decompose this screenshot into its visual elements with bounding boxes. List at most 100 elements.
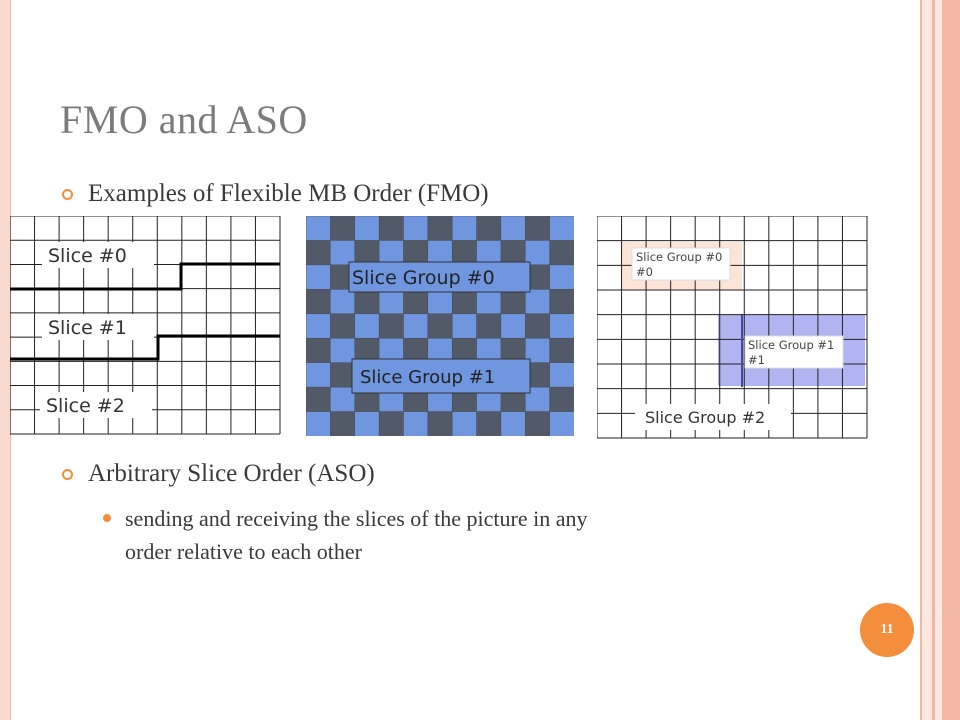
checker-cell-group-1 bbox=[330, 313, 356, 339]
slice-group-0-label-box bbox=[348, 261, 531, 293]
bullet-marker bbox=[62, 189, 73, 200]
checker-cell-group-0 bbox=[378, 240, 404, 266]
checker-cell-group-0 bbox=[306, 216, 331, 241]
slice-group-1-label-box bbox=[351, 358, 531, 394]
checker-cell-group-0 bbox=[549, 411, 574, 436]
slice-label-bg bbox=[42, 314, 154, 340]
checker-cell-group-0 bbox=[354, 216, 380, 241]
checker-cell-group-1 bbox=[500, 240, 526, 266]
slice-1-label: Slice #1 bbox=[48, 317, 127, 339]
checker-cell-group-0 bbox=[451, 411, 478, 436]
checker-cell-group-1 bbox=[330, 216, 356, 241]
checker-cell-group-1 bbox=[549, 240, 574, 266]
region-slice-group-1-label: Slice Group #1 bbox=[748, 338, 834, 352]
checker-cell-group-1 bbox=[525, 313, 551, 339]
checker-cell-group-1 bbox=[525, 411, 551, 436]
checker-cell-group-1 bbox=[525, 216, 551, 241]
checker-cell-group-0 bbox=[500, 216, 526, 241]
slide-frame-right bbox=[918, 0, 960, 720]
checker-cell-group-1 bbox=[451, 240, 478, 266]
slide-number: 11 bbox=[860, 603, 914, 657]
checker-slice-group-1-label: Slice Group #1 bbox=[360, 367, 495, 388]
checker-cell-group-1 bbox=[403, 240, 429, 266]
checker-cell-group-1 bbox=[378, 411, 404, 436]
checker-cell-group-0 bbox=[330, 337, 356, 364]
sub-bullet-aso-line-2: order relative to each other bbox=[125, 539, 362, 564]
checker-cell-group-1 bbox=[476, 411, 502, 436]
checker-cell-group-1 bbox=[549, 289, 574, 315]
checker-cell-group-0 bbox=[403, 411, 429, 436]
checker-cell-group-0 bbox=[403, 216, 429, 241]
checker-cell-group-1 bbox=[330, 362, 356, 388]
slice-group-1-label-box bbox=[744, 335, 844, 369]
checker-cell-group-0 bbox=[306, 264, 331, 290]
checker-cell-group-0 bbox=[500, 313, 526, 339]
checker-slice-group-0-label: Slice Group #0 bbox=[352, 267, 495, 289]
slice-boundary-0-1 bbox=[10, 262, 280, 291]
checker-cell-group-1 bbox=[378, 313, 404, 339]
checker-cell-group-0 bbox=[549, 216, 574, 241]
region-slice-group-1-label-number: #1 bbox=[748, 353, 765, 367]
checker-cell-group-1 bbox=[476, 313, 502, 339]
region-slice-group-2-label: Slice Group #2 bbox=[645, 408, 765, 427]
checker-cell-group-1 bbox=[306, 386, 331, 413]
slice-group-2-label-box bbox=[635, 404, 791, 430]
sub-bullet-marker bbox=[103, 514, 111, 522]
checker-cell-group-1 bbox=[549, 337, 574, 364]
checker-cell-group-1 bbox=[549, 386, 574, 413]
checker-cell-group-0 bbox=[330, 289, 356, 315]
slice-diagram: Slice #0 Slice #1 Slice #2 bbox=[10, 216, 281, 435]
checker-cell-group-0 bbox=[525, 240, 551, 266]
checker-cell-group-0 bbox=[549, 313, 574, 339]
checker-cell-group-1 bbox=[354, 289, 380, 315]
checker-cell-group-0 bbox=[330, 386, 356, 413]
checker-cell-group-0 bbox=[549, 362, 574, 388]
checker-cell-group-1 bbox=[306, 337, 331, 364]
slide-title: FMO and ASO bbox=[60, 97, 308, 142]
sub-bullet-aso-line-1: sending and receiving the slices of the … bbox=[125, 506, 588, 531]
checker-cell-group-0 bbox=[306, 411, 331, 436]
checker-cell-group-0 bbox=[476, 289, 502, 315]
checker-cell-group-0 bbox=[525, 289, 551, 315]
checker-cell-group-1 bbox=[403, 289, 429, 315]
checker-cell-group-0 bbox=[549, 264, 574, 290]
checker-cell-group-0 bbox=[500, 411, 526, 436]
checker-cell-group-0 bbox=[451, 216, 478, 241]
checker-cell-group-0 bbox=[378, 289, 404, 315]
region-edge bbox=[741, 315, 743, 387]
checker-cell-group-0 bbox=[354, 411, 380, 436]
checker-cell-group-1 bbox=[330, 411, 356, 436]
bullet-fmo: Examples of Flexible MB Order (FMO) bbox=[88, 180, 489, 207]
bullet-marker bbox=[62, 469, 73, 480]
slice-group-0-label-box bbox=[631, 247, 731, 281]
checker-cell-group-0 bbox=[427, 240, 453, 266]
bullet-aso: Arbitrary Slice Order (ASO) bbox=[88, 460, 375, 487]
checker-cell-group-1 bbox=[451, 289, 478, 315]
checker-cell-group-0 bbox=[306, 362, 331, 388]
slice-label-bg bbox=[42, 242, 154, 268]
checker-cell-group-0 bbox=[403, 313, 429, 339]
slice-0-label: Slice #0 bbox=[48, 245, 127, 267]
checker-cell-group-1 bbox=[427, 411, 453, 436]
checker-cell-group-1 bbox=[427, 216, 453, 241]
region-diagram: Slice Group #0 #0 Slice Group #1 #1 Slic… bbox=[597, 216, 868, 439]
region-slice-group-0-label-number: #0 bbox=[636, 265, 653, 279]
checker-cell-group-0 bbox=[354, 313, 380, 339]
checker-cell-group-0 bbox=[306, 313, 331, 339]
checker-cell-group-1 bbox=[378, 216, 404, 241]
checker-cell-group-1 bbox=[306, 240, 331, 266]
slice-label-bg bbox=[40, 392, 152, 418]
checker-cell-group-0 bbox=[427, 289, 453, 315]
checker-cell-group-1 bbox=[500, 289, 526, 315]
checker-cell-group-1 bbox=[476, 216, 502, 241]
checkerboard-diagram: Slice Group #0 Slice Group #1 bbox=[306, 216, 574, 436]
checker-cell-group-0 bbox=[451, 313, 478, 339]
checker-cell-group-1 bbox=[427, 313, 453, 339]
checker-cell-group-0 bbox=[330, 240, 356, 266]
region-slice-group-0-label: Slice Group #0 bbox=[636, 250, 722, 264]
slice-2-label: Slice #2 bbox=[46, 395, 125, 417]
checker-cell-group-0 bbox=[476, 240, 502, 266]
slice-boundary-1-2 bbox=[10, 334, 280, 361]
checker-cell-group-1 bbox=[306, 289, 331, 315]
checker-cell-group-1 bbox=[354, 240, 380, 266]
